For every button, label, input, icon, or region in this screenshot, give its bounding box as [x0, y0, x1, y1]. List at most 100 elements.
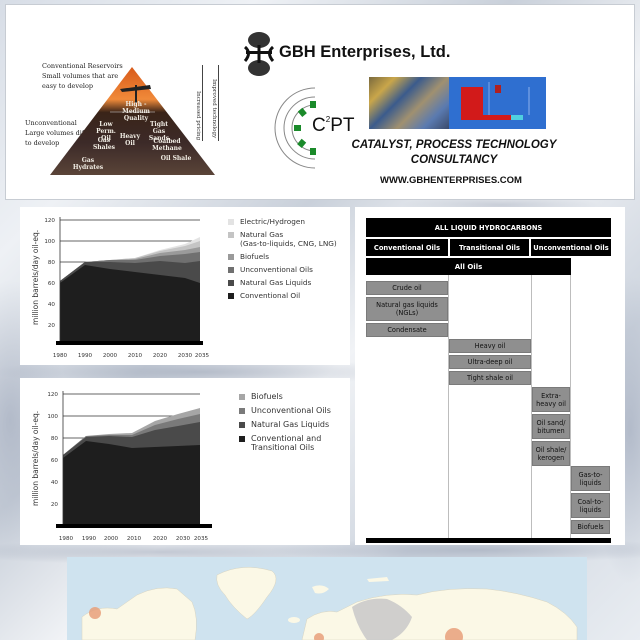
y-tick: 40 [51, 480, 59, 486]
chart1-legend: Electric/Hydrogen Natural Gas(Gas-to-liq… [228, 217, 337, 304]
y-tick: 60 [51, 458, 59, 464]
legend-swatch [228, 266, 234, 273]
note-line: Small volumes that are [42, 72, 119, 80]
legend-label: Conventional Oil [240, 291, 301, 300]
pyramid-label: Low Perm. Oil [96, 121, 116, 142]
category-cell: Ultra-deep oil [449, 355, 531, 369]
gbh-logo-icon [243, 32, 275, 76]
legend-label-line: Conventional and [251, 434, 322, 443]
c2pt-wordmark: C2PT [312, 115, 354, 137]
company-banner: Conventional Reservoirs Small volumes th… [5, 4, 635, 200]
pyramid-label: Heavy Oil [119, 133, 141, 147]
y-tick: 120 [44, 218, 55, 224]
stacked-area-chart: 120 100 80 60 40 20 1980 1990 2000 2010 … [31, 217, 210, 359]
x-tick: 1980 [59, 536, 74, 542]
y-tick: 20 [48, 323, 56, 329]
y-tick: 80 [48, 260, 56, 266]
legend-label: Biofuels [251, 392, 283, 401]
legend-label-line: Natural Gas [240, 230, 284, 239]
stacked-area-chart: 120 100 80 60 40 20 1980 1990 2000 2010 … [31, 391, 212, 542]
area-conventional-oil [60, 265, 200, 343]
legend-label: Natural Gas(Gas-to-liquids, CNG, LNG) [240, 230, 337, 248]
y-axis-label: million barrels/day oil-eq. [31, 411, 40, 506]
column-divider [448, 274, 449, 542]
pricing-arrow-label: Increased pricing [195, 91, 201, 141]
legend-item: Unconventional Oils [228, 265, 337, 274]
category-cell: Oil shale/ kerogen [532, 441, 570, 466]
resource-pyramid-image [50, 67, 215, 175]
note-line: easy to develop [42, 82, 94, 90]
tagline-line: CONSULTANCY [410, 154, 498, 166]
legend-label: Biofuels [240, 252, 270, 261]
down-arrow-icon [218, 65, 219, 141]
x-tick: 2000 [103, 353, 118, 359]
c2pt-c: C [312, 115, 326, 136]
y-tick: 100 [44, 239, 55, 245]
legend-item: Conventional Oil [228, 291, 337, 300]
legend-item: Electric/Hydrogen [228, 217, 337, 226]
pyramid-label: High - Medium Quality [122, 101, 150, 122]
legend-item: Natural Gas Liquids [228, 278, 337, 287]
pyramid-label: Tight Gas Sands [148, 121, 170, 142]
category-cell: Gas-to-liquids [571, 466, 610, 491]
x-tick: 2010 [127, 536, 142, 542]
x-tick: 2000 [104, 536, 119, 542]
category-cell: Oil sand/ bitumen [532, 414, 570, 439]
table-title: ALL LIQUID HYDROCARBONS [366, 218, 611, 237]
column-divider [570, 274, 571, 542]
pyramid-note-conventional: Conventional Reservoirs Small volumes th… [42, 61, 123, 91]
column-divider [531, 274, 532, 542]
x-tick: 2010 [128, 353, 143, 359]
all-oils-header: All Oils [366, 258, 571, 275]
legend-swatch [228, 279, 234, 286]
category-cell: Crude oil [366, 281, 448, 295]
legend-label: Natural Gas Liquids [251, 420, 330, 429]
legend-swatch [228, 292, 234, 299]
y-tick: 60 [48, 281, 56, 287]
legend-swatch [239, 421, 245, 428]
legend-swatch [228, 253, 234, 260]
legend-item: Biofuels [239, 392, 331, 401]
y-tick: 40 [48, 302, 56, 308]
legend-label: Unconventional Oils [240, 265, 313, 274]
y-tick: 80 [51, 436, 59, 442]
legend-label: Electric/Hydrogen [240, 217, 305, 226]
tagline: CATALYST, PROCESS TECHNOLOGY CONSULTANCY [324, 138, 584, 168]
pyramid-note-unconventional: Unconventional Large volumes difficult t… [25, 118, 101, 148]
category-cell: Natural gas liquids (NGLs) [366, 297, 448, 321]
c2pt-suffix: PT [330, 115, 355, 136]
liquid-fuels-chart-2: 120 100 80 60 40 20 1980 1990 2000 2010 … [20, 378, 350, 545]
category-cell: Condensate [366, 323, 448, 337]
legend-swatch [239, 435, 245, 442]
x-tick: 2030 [176, 536, 191, 542]
tagline-line: CATALYST, PROCESS TECHNOLOGY [351, 139, 557, 151]
column-header-conventional: Conventional Oils [366, 239, 448, 256]
column-header-transitional: Transitional Oils [450, 239, 529, 256]
y-tick: 120 [47, 392, 58, 398]
pyramid-label: Gas Shales [92, 137, 116, 151]
world-map [67, 557, 587, 640]
x-tick: 1990 [78, 353, 93, 359]
legend-item: Natural Gas Liquids [239, 420, 331, 429]
world-map-image [67, 557, 587, 640]
legend-label: Unconventional Oils [251, 406, 331, 415]
y-tick: 20 [51, 502, 59, 508]
x-tick: 2035 [194, 536, 209, 542]
category-cell: Extra-heavy oil [532, 387, 570, 412]
y-tick: 100 [47, 414, 58, 420]
category-cell: Coal-to-liquids [571, 493, 610, 518]
x-tick: 1990 [82, 536, 97, 542]
y-axis-label: million barrels/day oil-eq. [31, 230, 40, 325]
legend-item: Biofuels [228, 252, 337, 261]
x-tick: 1980 [53, 353, 68, 359]
x-tick: 2020 [153, 353, 168, 359]
x-tick: 2030 [178, 353, 193, 359]
legend-item: Natural Gas(Gas-to-liquids, CNG, LNG) [228, 230, 337, 248]
company-name: GBH Enterprises, Ltd. [279, 43, 451, 61]
note-line: to develop [25, 139, 60, 147]
c2pt-logo-icon [274, 87, 316, 169]
x-tick: 2035 [195, 353, 210, 359]
legend-swatch [239, 393, 245, 400]
legend-label-line: (Gas-to-liquids, CNG, LNG) [240, 239, 337, 248]
